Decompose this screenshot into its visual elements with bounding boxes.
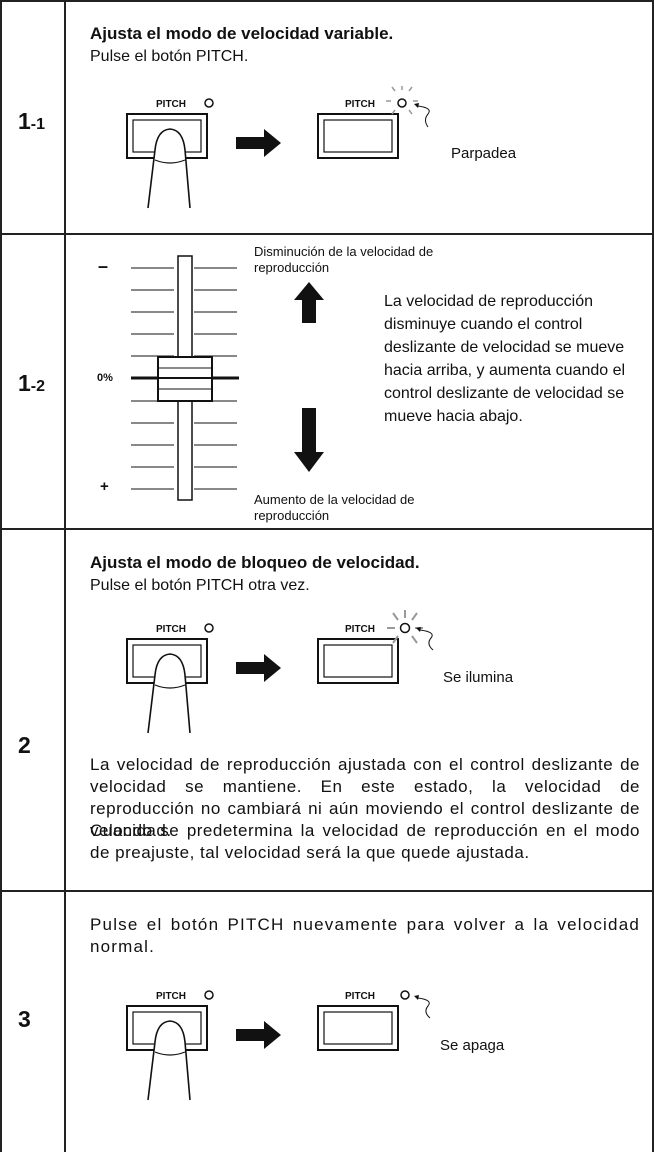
slider-top-label: Disminución de la velocidad de reproducc… bbox=[254, 244, 434, 275]
row-divider bbox=[0, 528, 654, 530]
led-icon bbox=[204, 98, 214, 108]
led-caption: Se ilumina bbox=[443, 669, 514, 686]
pitch-label: PITCH bbox=[156, 99, 186, 110]
led-off-icon bbox=[400, 990, 410, 1000]
pitch-illustration-2 bbox=[126, 610, 434, 734]
table-border-left bbox=[0, 0, 2, 1152]
step-heading: Ajusta el modo de velocidad variable. bbox=[90, 24, 394, 43]
arrow-right-icon bbox=[236, 1021, 281, 1049]
pitch-button-icon bbox=[317, 1005, 399, 1051]
pitch-label: PITCH bbox=[345, 624, 375, 635]
slider-zero-label: 0% bbox=[97, 372, 113, 384]
finger-icon bbox=[147, 653, 191, 734]
pitch-slider-illustration bbox=[131, 255, 324, 501]
step-instruction: Pulse el botón PITCH otra vez. bbox=[90, 577, 310, 594]
slider-description: La velocidad de reproducción disminuye c… bbox=[384, 293, 626, 425]
step-instruction: Pulse el botón PITCH. bbox=[90, 48, 249, 65]
slider-plus-label: + bbox=[100, 478, 109, 495]
step-number: 3 bbox=[18, 1006, 31, 1032]
pitch-illustration-1 bbox=[126, 86, 430, 209]
step-number: 1-1 bbox=[18, 108, 46, 134]
pitch-label: PITCH bbox=[345, 99, 375, 110]
step-instruction: Pulse el botón PITCH nuevamente para vol… bbox=[90, 915, 640, 956]
table-border-right bbox=[652, 0, 654, 1152]
column-divider bbox=[64, 0, 66, 1152]
led-blinking-icon bbox=[386, 86, 418, 115]
callout-line bbox=[419, 629, 434, 651]
row-divider bbox=[0, 890, 654, 892]
step-number: 1-2 bbox=[18, 370, 46, 396]
table-border-top bbox=[0, 0, 654, 2]
step-paragraph: La velocidad de reproducción ajustada co… bbox=[90, 755, 640, 840]
led-caption: Parpadea bbox=[451, 145, 517, 162]
arrow-up-icon bbox=[294, 282, 324, 323]
callout-line bbox=[417, 105, 430, 128]
pitch-button-icon bbox=[317, 113, 399, 159]
led-caption: Se apaga bbox=[440, 1037, 505, 1054]
row-divider bbox=[0, 233, 654, 235]
slider-bottom-label: Aumento de la velocidad de reproducción bbox=[254, 492, 415, 523]
led-icon bbox=[204, 990, 214, 1000]
pitch-label: PITCH bbox=[156, 991, 186, 1002]
led-icon bbox=[204, 623, 214, 633]
step-paragraph: Cuando se predetermina la velocidad de r… bbox=[90, 821, 640, 862]
callout-line bbox=[417, 997, 431, 1019]
pitch-button-icon bbox=[317, 638, 399, 684]
step-number: 2 bbox=[18, 732, 31, 758]
finger-icon bbox=[147, 128, 191, 209]
arrow-down-icon bbox=[294, 408, 324, 472]
arrow-right-icon bbox=[236, 654, 281, 682]
finger-icon bbox=[147, 1020, 191, 1101]
arrow-right-icon bbox=[236, 129, 281, 157]
slider-minus-label: – bbox=[98, 256, 109, 276]
led-lit-icon bbox=[387, 610, 423, 644]
step-heading: Ajusta el modo de bloqueo de velocidad. bbox=[90, 553, 420, 572]
pitch-label: PITCH bbox=[345, 991, 375, 1002]
pitch-label: PITCH bbox=[156, 624, 186, 635]
